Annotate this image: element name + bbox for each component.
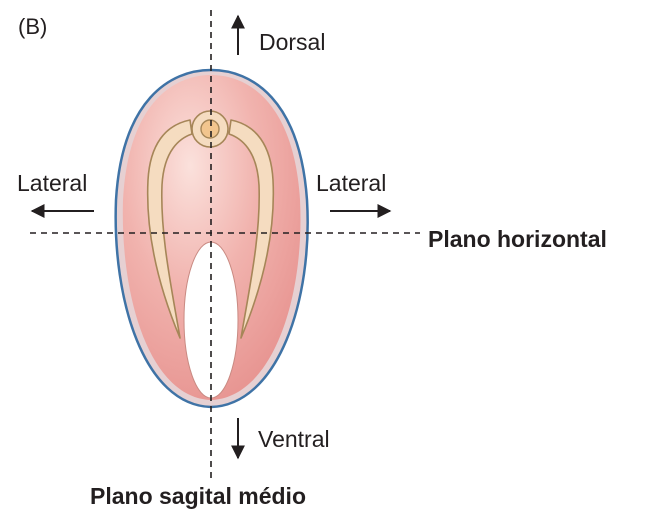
ventral-label: Ventral <box>258 428 330 451</box>
dorsal-label: Dorsal <box>259 31 325 54</box>
lateral-left-label: Lateral <box>17 172 87 195</box>
panel-label: (B) <box>18 16 47 38</box>
notochord-ring-inner <box>201 120 219 138</box>
horizontal-plane-label: Plano horizontal <box>428 228 607 251</box>
lateral-right-label: Lateral <box>316 172 386 195</box>
sagittal-plane-label: Plano sagital médio <box>90 485 306 508</box>
